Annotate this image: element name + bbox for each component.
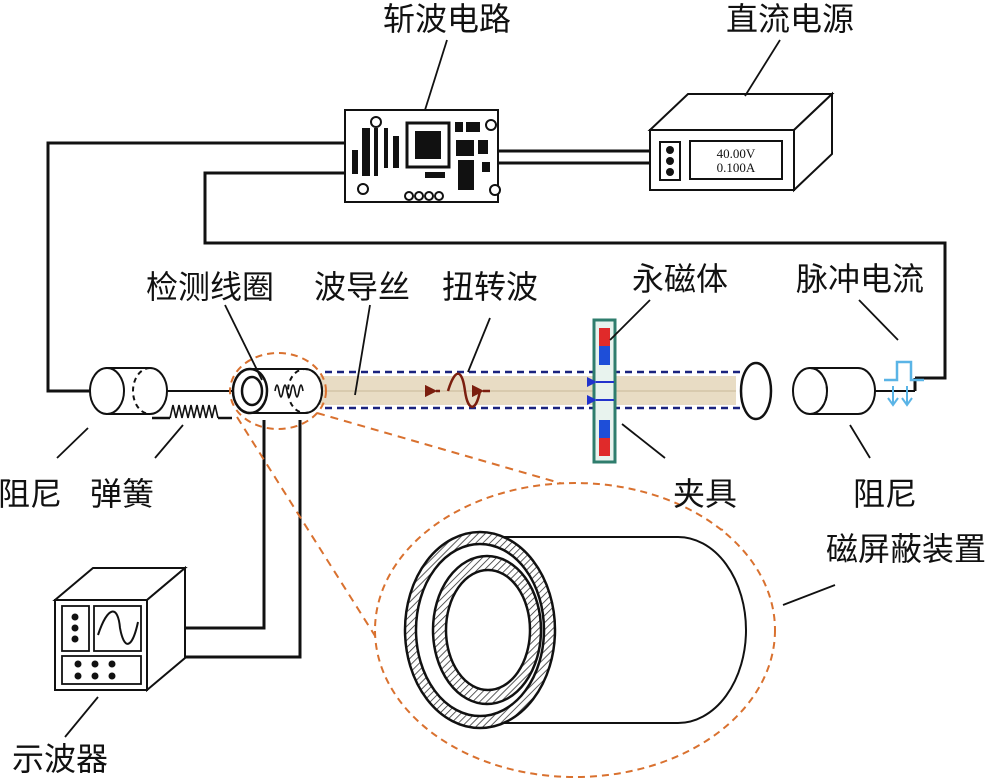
pulse-current-symbol <box>884 360 924 407</box>
magnetic-shield-zoom <box>229 352 776 778</box>
label-oscilloscope: 示波器 <box>12 740 108 778</box>
label-pulse-current: 脉冲电流 <box>796 260 924 298</box>
permanent-magnet <box>587 318 617 464</box>
spring <box>152 404 232 420</box>
label-damper-right: 阻尼 <box>853 475 917 513</box>
torsion-wave <box>424 372 490 408</box>
waveguide-wire <box>318 370 740 410</box>
dc-power-supply: 40.00V 0.100A <box>647 91 835 193</box>
dc-voltage-readout: 40.00V <box>717 146 756 161</box>
detection-coil <box>231 367 323 415</box>
label-spring: 弹簧 <box>90 475 154 513</box>
left-damper <box>89 367 232 415</box>
label-waveguide-wire: 波导丝 <box>314 268 410 306</box>
zoom-source-outline <box>229 352 327 430</box>
leader-lines <box>56 39 899 738</box>
right-damper <box>739 361 917 421</box>
label-torsion-wave: 扭转波 <box>442 268 538 306</box>
dc-current-readout: 0.100A <box>717 160 756 175</box>
label-chopper-circuit: 斩波电路 <box>383 0 511 38</box>
label-detection-coil: 检测线圈 <box>146 268 274 306</box>
circuit-wires <box>46 141 947 659</box>
label-damper-left: 阻尼 <box>0 475 62 513</box>
label-magnetic-shield: 磁屏蔽装置 <box>826 530 986 568</box>
oscilloscope <box>52 565 188 693</box>
label-permanent-magnet: 永磁体 <box>632 260 728 298</box>
dc-power-display <box>689 140 783 180</box>
chopper-circuit-board <box>344 109 501 203</box>
label-dc-power: 直流电源 <box>726 0 854 38</box>
label-fixture: 夹具 <box>673 475 737 513</box>
